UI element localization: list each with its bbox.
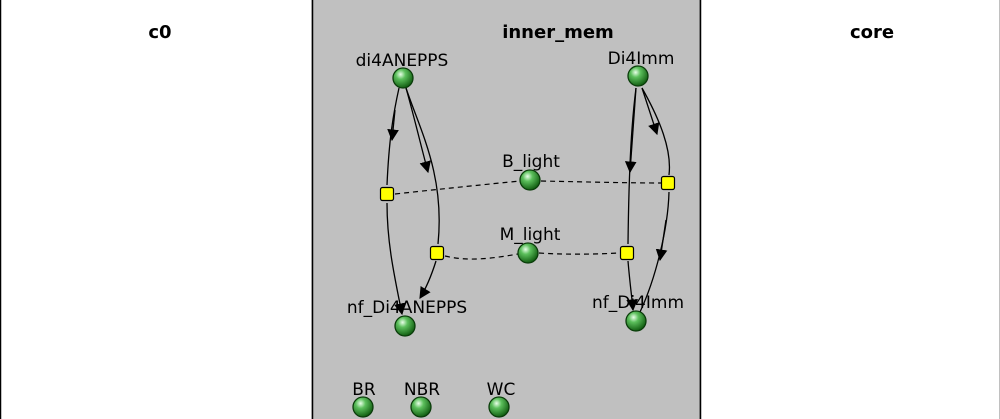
- species-node-di4anepps[interactable]: [392, 67, 414, 89]
- edge-r3-to-nf-di4imm: [626, 260, 638, 312]
- species-node-br[interactable]: [352, 396, 374, 418]
- link-b-light-r1: [394, 180, 521, 195]
- species-node-nbr[interactable]: [410, 396, 432, 418]
- species-node-nf-di4imm[interactable]: [625, 310, 647, 332]
- compartment-title-core: core: [850, 22, 894, 43]
- compartment-c0: [0, 0, 314, 419]
- species-nbr[interactable]: NBR: [404, 380, 440, 418]
- edge-di4imm-to-r4: [641, 87, 671, 176]
- species-node-wc[interactable]: [488, 396, 510, 418]
- species-label-wc: WC: [487, 380, 516, 400]
- species-label-nbr: NBR: [404, 380, 440, 400]
- species-node-di4imm[interactable]: [627, 65, 649, 87]
- species-node-m-light[interactable]: [517, 242, 539, 264]
- reaction-node-3[interactable]: [619, 245, 635, 261]
- species-node-b-light[interactable]: [519, 169, 541, 191]
- edge-di4anepps-to-r2: [405, 87, 440, 245]
- species-label-di4imm: Di4Imm: [608, 49, 675, 69]
- species-m-light[interactable]: M_light: [500, 225, 561, 264]
- edge-arrow-r4: [641, 87, 660, 136]
- reaction-node-2[interactable]: [429, 245, 445, 261]
- species-label-di4anepps: di4ANEPPS: [356, 51, 449, 71]
- species-b-light[interactable]: B_light: [502, 152, 560, 191]
- species-br[interactable]: BR: [352, 380, 376, 418]
- species-nf-di4imm[interactable]: nf_Di4Imm: [592, 293, 684, 332]
- species-wc[interactable]: WC: [487, 380, 516, 418]
- species-label-br: BR: [352, 380, 376, 400]
- compartment-title-inner-mem: inner_mem: [502, 22, 614, 43]
- species-label-nf-di4imm: nf_Di4Imm: [592, 293, 684, 313]
- compartment-core: [699, 0, 1000, 419]
- species-di4imm[interactable]: Di4Imm: [608, 49, 675, 87]
- link-m-light-r2: [444, 253, 519, 260]
- edge-arrow-r4b: [655, 219, 668, 262]
- reaction-node-1[interactable]: [379, 186, 395, 202]
- link-b-light-r4: [540, 180, 662, 184]
- species-node-nf-di4anepps[interactable]: [394, 315, 416, 337]
- species-label-m-light: M_light: [500, 225, 561, 245]
- edge-r2-to-nf-di4anepps: [419, 260, 437, 299]
- species-di4anepps[interactable]: di4ANEPPS: [356, 51, 449, 89]
- species-label-b-light: B_light: [502, 152, 560, 172]
- compartment-title-c0: c0: [148, 22, 171, 43]
- reaction-node-4[interactable]: [660, 175, 676, 191]
- edge-arrow-r2: [405, 87, 431, 174]
- link-m-light-r3: [538, 252, 620, 255]
- species-label-nf-di4anepps: nf_Di4ANEPPS: [347, 298, 467, 318]
- edge-arrow-r1: [387, 109, 399, 142]
- edge-arrow-r3: [624, 87, 637, 174]
- edge-r1-to-nf-di4anepps: [386, 202, 406, 316]
- species-nf-di4anepps[interactable]: nf_Di4ANEPPS: [347, 298, 467, 337]
